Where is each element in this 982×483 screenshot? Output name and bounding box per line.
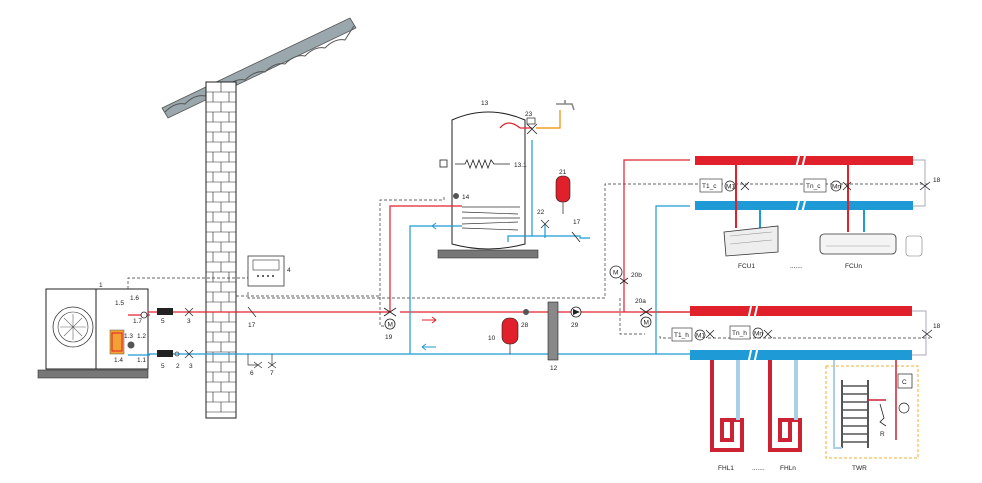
unit-line-components: [157, 306, 277, 369]
expansion-vessel-10: [501, 317, 519, 354]
main-pipes: [148, 311, 690, 355]
label-2: 2: [176, 363, 180, 370]
label-12: 12: [550, 365, 558, 372]
label-fhl1: FHL1: [718, 465, 734, 472]
flow-arrows: [421, 222, 445, 351]
label-3a: 3: [187, 318, 191, 325]
label-7: 7: [270, 370, 274, 377]
sensor-28: [523, 309, 529, 315]
label-13: 13: [481, 100, 489, 107]
label-14: 14: [462, 194, 470, 201]
label-10: 10: [488, 335, 496, 342]
label-fcu-dots: .......: [790, 263, 803, 270]
fcu1-unit: [723, 225, 779, 257]
label-mn-h: Mn: [754, 331, 763, 338]
relief-valve-22: [540, 219, 550, 229]
pump-29: [570, 306, 582, 318]
label-1-1: 1.1: [137, 357, 146, 364]
label-21: 21: [559, 169, 567, 176]
fcu-manifolds: [695, 151, 931, 232]
valve-20a-motor: M: [644, 320, 649, 327]
label-5b: 5: [161, 363, 165, 370]
valve-20b-motor: M: [613, 270, 618, 277]
label-c: C: [902, 379, 907, 386]
label-tn-c: Tn_c: [806, 183, 821, 190]
label-19: 19: [385, 334, 393, 341]
fcun-unit: [819, 233, 923, 257]
wired-controller: [247, 255, 285, 287]
label-1-7: 1.7: [133, 318, 142, 325]
label-outdoor-unit: 1: [99, 282, 103, 289]
label-twr: TWR: [852, 465, 867, 472]
label-tn-h: Tn_h: [732, 330, 747, 337]
label-m1-c: M1: [726, 184, 735, 191]
label-t1-h: T1_h: [674, 332, 689, 339]
label-5a: 5: [161, 318, 165, 325]
label-fhl-dots: .......: [752, 465, 765, 472]
three-way-valve-19: M: [383, 307, 397, 330]
zone-valves: M M: [609, 159, 690, 354]
label-17b: 17: [573, 219, 581, 226]
valve-19-motor: M: [388, 322, 393, 329]
label-fhln: FHLn: [780, 465, 796, 472]
label-20b: 20b: [631, 272, 642, 279]
label-1-6: 1.6: [130, 295, 139, 302]
label-18b: 18: [933, 323, 941, 330]
outdoor-unit: [37, 288, 150, 379]
label-m1-h: M1: [696, 333, 705, 340]
expansion-vessel-21: [555, 175, 571, 214]
check-valve-17b: [571, 231, 581, 243]
towel-rail-box: [825, 360, 919, 459]
pump-icon: [140, 311, 148, 319]
label-20a: 20a: [635, 298, 646, 305]
label-1-2: 1.2: [137, 333, 146, 340]
dhw-tank: [437, 111, 539, 259]
label-1-5: 1.5: [115, 300, 124, 307]
label-mn-c: Mn: [832, 184, 841, 191]
label-22: 22: [537, 209, 545, 216]
label-6: 6: [250, 370, 254, 377]
label-4: 4: [287, 267, 291, 274]
label-1-3: 1.3: [124, 333, 133, 340]
heating-manifolds: [671, 301, 933, 365]
label-3b: 3: [189, 363, 193, 370]
label-13-1: 13.1: [514, 162, 527, 169]
dhw-mixing-valve: [526, 100, 575, 135]
label-29: 29: [571, 322, 579, 329]
label-t1-c: T1_c: [702, 183, 717, 190]
balance-tank-12: [547, 301, 559, 361]
label-fcun: FCUn: [845, 263, 862, 270]
label-18a: 18: [933, 177, 941, 184]
floor-heating-loops: [710, 360, 802, 452]
roof: [161, 17, 357, 119]
label-r: R: [880, 431, 885, 438]
label-17a: 17: [248, 322, 256, 329]
label-fcu1: FCU1: [738, 263, 755, 270]
label-28: 28: [521, 322, 529, 329]
brick-wall: [205, 81, 237, 419]
label-1-4: 1.4: [114, 357, 123, 364]
label-23: 23: [525, 111, 533, 118]
